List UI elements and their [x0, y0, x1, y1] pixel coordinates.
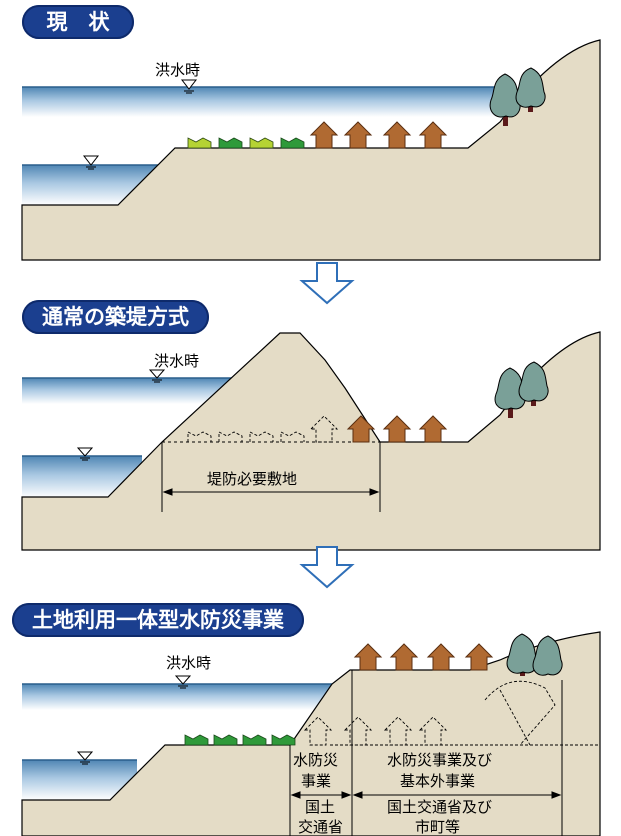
- water-level-marker-2: [148, 369, 166, 383]
- agency-b-line2: 市町等: [415, 818, 460, 836]
- water-level-marker-3b: [76, 751, 94, 765]
- section-current: 洪水時: [21, 39, 601, 261]
- houses-3: [353, 643, 494, 671]
- buried-houses-3: [303, 680, 600, 746]
- trees-3: [506, 633, 563, 676]
- required-land-dimension: [161, 442, 381, 512]
- houses-2: [346, 415, 448, 443]
- fields-1: [187, 137, 305, 149]
- flood-label-1: 洪水時: [155, 61, 200, 79]
- project-b-line1: 水防災事業及び: [387, 751, 492, 769]
- water-level-marker-2b: [76, 447, 94, 461]
- project-a-line1: 水防災: [293, 751, 338, 769]
- section-title-conventional: 通常の築堤方式: [22, 300, 209, 334]
- required-land-label: 堤防必要敷地: [207, 470, 297, 488]
- section-conventional: 洪水時 堤防必要敷地: [21, 331, 601, 551]
- flood-label-3: 洪水時: [166, 654, 211, 672]
- agency-a-line1: 国土: [305, 798, 335, 816]
- water-level-marker-1: [180, 79, 198, 94]
- ground-2: [21, 331, 601, 551]
- project-dimensions: [289, 670, 563, 836]
- flood-water-1: [22, 87, 497, 117]
- water-level-marker-1b: [82, 155, 100, 170]
- trees-1: [489, 67, 546, 126]
- section-title-current: 現 状: [22, 5, 134, 39]
- trees-2: [494, 361, 549, 418]
- section-title-integrated: 土地利用一体型水防災事業: [12, 603, 304, 637]
- fields-3: [184, 734, 296, 746]
- project-b-line2: 基本外事業: [400, 772, 475, 790]
- removed-houses-2: [187, 415, 339, 443]
- flood-label-2: 洪水時: [154, 352, 199, 370]
- down-arrow-1: [299, 262, 355, 305]
- flood-water-3: [22, 684, 332, 710]
- houses-1: [309, 121, 448, 149]
- ground-1: [21, 39, 601, 261]
- water-level-marker-3: [174, 675, 192, 689]
- agency-b-line1: 国土交通省及び: [387, 798, 492, 816]
- section-integrated: 洪水時 水防災 事業 水防災事業及び 基本外事業 国土 交通省 国土交通省及び …: [21, 631, 601, 836]
- project-a-line2: 事業: [301, 772, 331, 790]
- down-arrow-2: [299, 546, 355, 589]
- agency-a-line2: 交通省: [298, 818, 343, 836]
